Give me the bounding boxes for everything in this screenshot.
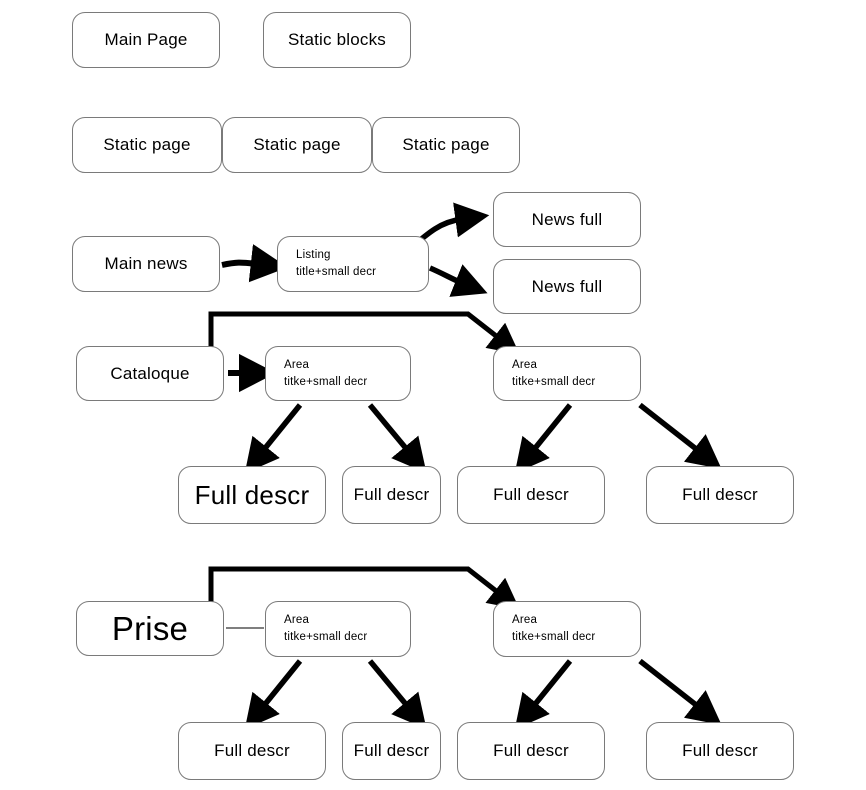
node-prise-area-2[interactable]: Area titke+small decr: [493, 601, 641, 657]
node-label: Full descr: [353, 741, 430, 761]
node-label: Full descr: [682, 485, 758, 505]
node-label: Main news: [104, 254, 188, 274]
node-news-full-1[interactable]: News full: [493, 192, 641, 247]
node-static-page-2[interactable]: Static page: [222, 117, 372, 173]
node-prise-full-descr-2[interactable]: Full descr: [342, 722, 441, 780]
node-cataloque-full-descr-2[interactable]: Full descr: [342, 466, 441, 524]
edge-listing-newsfull-bottom: [428, 264, 488, 297]
node-prise-full-descr-1[interactable]: Full descr: [178, 722, 326, 780]
node-label: Full descr: [353, 485, 430, 505]
edge-prisearea2-full3: [514, 659, 573, 730]
node-cataloque-full-descr-1[interactable]: Full descr: [178, 466, 326, 524]
node-label: Static page: [402, 135, 490, 155]
edge-cataloque-elbow-area2: [208, 311, 520, 355]
node-prise-area-1[interactable]: Area titke+small decr: [265, 601, 411, 657]
node-prise-full-descr-4[interactable]: Full descr: [646, 722, 794, 780]
node-static-page-1[interactable]: Static page: [72, 117, 222, 173]
edge-prisearea1-full1: [244, 659, 303, 730]
node-label: Full descr: [194, 479, 310, 510]
node-label: News full: [531, 276, 603, 296]
node-label: Static blocks: [287, 30, 387, 50]
node-news-listing[interactable]: Listing title+small decr: [277, 236, 429, 292]
node-label: Prise: [111, 609, 189, 647]
node-label: Area titke+small decr: [512, 614, 596, 643]
node-label: Full descr: [493, 485, 569, 505]
node-label: Full descr: [214, 741, 290, 761]
node-static-page-3[interactable]: Static page: [372, 117, 520, 173]
node-cataloque-area-2[interactable]: Area titke+small decr: [493, 346, 641, 401]
node-label: Full descr: [493, 741, 569, 761]
edge-prise-elbow-area2: [208, 566, 520, 610]
node-label: Main Page: [104, 30, 188, 50]
node-prise-full-descr-3[interactable]: Full descr: [457, 722, 605, 780]
node-main-page[interactable]: Main Page: [72, 12, 220, 68]
node-label: Static page: [103, 135, 191, 155]
node-main-news[interactable]: Main news: [72, 236, 220, 292]
node-cataloque-area-1[interactable]: Area titke+small decr: [265, 346, 411, 401]
edge-catarea2-full4: [638, 402, 722, 469]
node-label: Listing title+small decr: [296, 249, 377, 278]
node-label: Area titke+small decr: [512, 358, 596, 388]
node-label: Static page: [253, 135, 341, 155]
node-prise[interactable]: Prise: [76, 601, 224, 656]
node-static-blocks[interactable]: Static blocks: [263, 12, 411, 68]
edge-catarea2-full3: [514, 403, 573, 474]
edge-prisearea2-full4: [638, 658, 722, 725]
node-label: News full: [531, 209, 603, 229]
node-label: Area titke+small decr: [284, 358, 368, 388]
node-news-full-2[interactable]: News full: [493, 259, 641, 314]
node-cataloque-full-descr-3[interactable]: Full descr: [457, 466, 605, 524]
node-label: Full descr: [682, 741, 758, 761]
edge-catarea1-full1: [244, 403, 303, 474]
node-cataloque-full-descr-4[interactable]: Full descr: [646, 466, 794, 524]
node-label: Cataloque: [110, 363, 190, 383]
edge-mainnews-listing: [221, 244, 288, 283]
edge-prisearea1-full2: [367, 659, 427, 730]
edge-catarea1-full2: [367, 403, 427, 474]
node-cataloque[interactable]: Cataloque: [76, 346, 224, 401]
node-label: Area titke+small decr: [284, 614, 368, 643]
